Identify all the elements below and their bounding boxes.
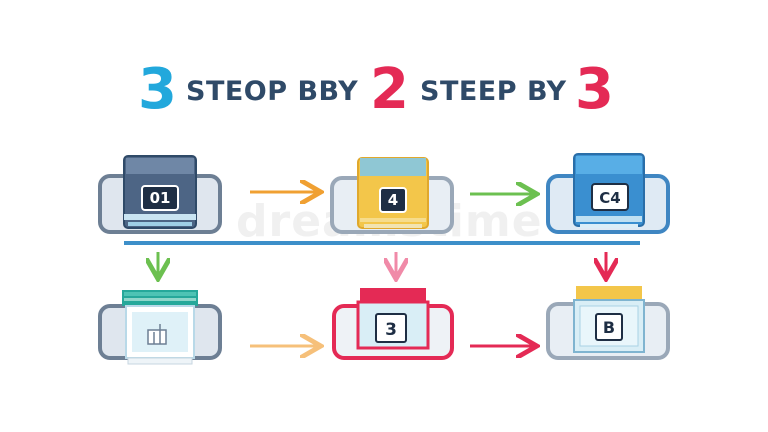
label-top-1: 01: [150, 189, 171, 207]
title-text-2: STEEP BY: [420, 76, 567, 107]
screen-top-3: [591, 183, 629, 211]
screen-top-1: [141, 185, 179, 211]
label-bottom-2: 3: [385, 320, 397, 340]
title-number-1: 3: [138, 57, 177, 122]
title-text-1: STEOP BBY: [186, 76, 359, 107]
machine-top-3: C4: [546, 153, 670, 234]
label-top-3: C4: [599, 189, 620, 207]
machine-bottom-1: [98, 290, 222, 365]
label-top-2: 4: [388, 191, 398, 209]
divider-line: [124, 241, 640, 245]
title-number-2: 2: [370, 57, 409, 122]
screen-bottom-2: [375, 313, 407, 343]
label-bottom-3: B: [603, 318, 615, 337]
title-row: 3 STEOP BBY 2 STEEP BY 3: [0, 58, 768, 128]
machine-top-2: 4: [330, 157, 454, 234]
title-number-3: 3: [575, 57, 614, 122]
machine-bottom-2: 3: [332, 288, 454, 360]
machine-top-1: 01: [98, 155, 222, 234]
machine-bottom-3: B: [546, 286, 670, 360]
screen-top-2: [379, 187, 407, 213]
screen-bottom-3: [595, 313, 623, 341]
